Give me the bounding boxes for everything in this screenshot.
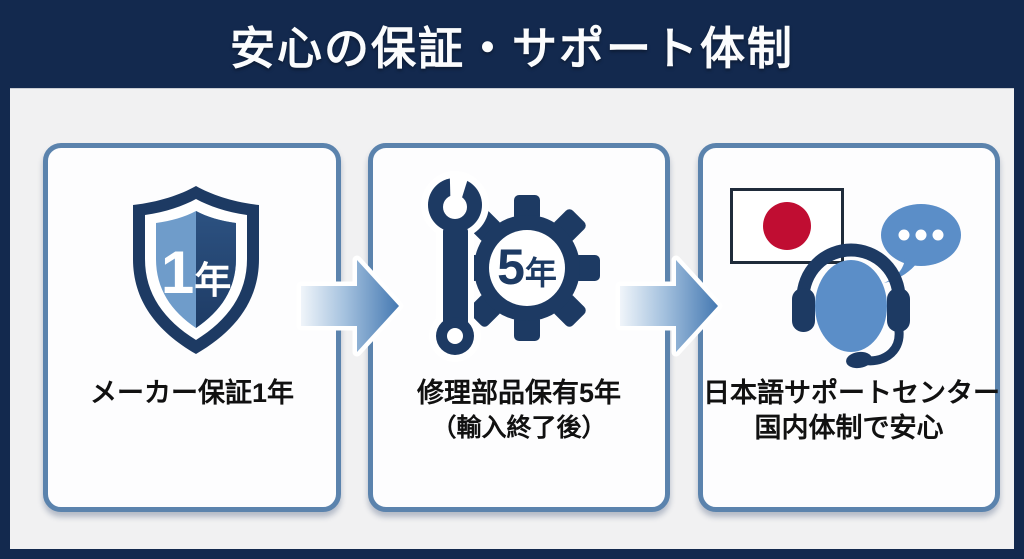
card-sublabel: （輸入終了後） [431,414,607,442]
repair-parts-badge: 5年 [497,239,557,295]
repair-wrench-gear-icon: 5年 [421,170,611,364]
card-label-block: 修理部品保有5年 （輸入終了後） [373,376,665,446]
support-agent-headset-icon [787,240,915,369]
flow-arrow-icon [296,255,404,357]
header-banner: 安心の保証・サポート体制 [0,0,1024,88]
page-title: 安心の保証・サポート体制 [229,22,794,74]
flow-arrow-icon [615,255,723,357]
card-label: 修理部品保有5年 [416,378,622,408]
warranty-shield-icon: 1年 [120,183,272,357]
card-label: メーカー保証1年 [89,378,295,408]
chat-bubble-icon [879,202,963,284]
card-label: 日本語サポートセンター [703,378,1000,408]
step-card-support: 日本語サポートセンター 国内体制で安心 [698,143,1000,512]
warranty-badge: 1年 [161,239,231,306]
japan-flag-sun-disc [763,202,811,250]
card-sublabel: 国内体制で安心 [754,413,944,443]
card-label-block: 日本語サポートセンター 国内体制で安心 [703,376,1000,446]
step-card-warranty: 1年 メーカー保証1年 [43,143,341,512]
wrench-shape [428,170,482,355]
card-label-block: メーカー保証1年 [48,376,336,411]
